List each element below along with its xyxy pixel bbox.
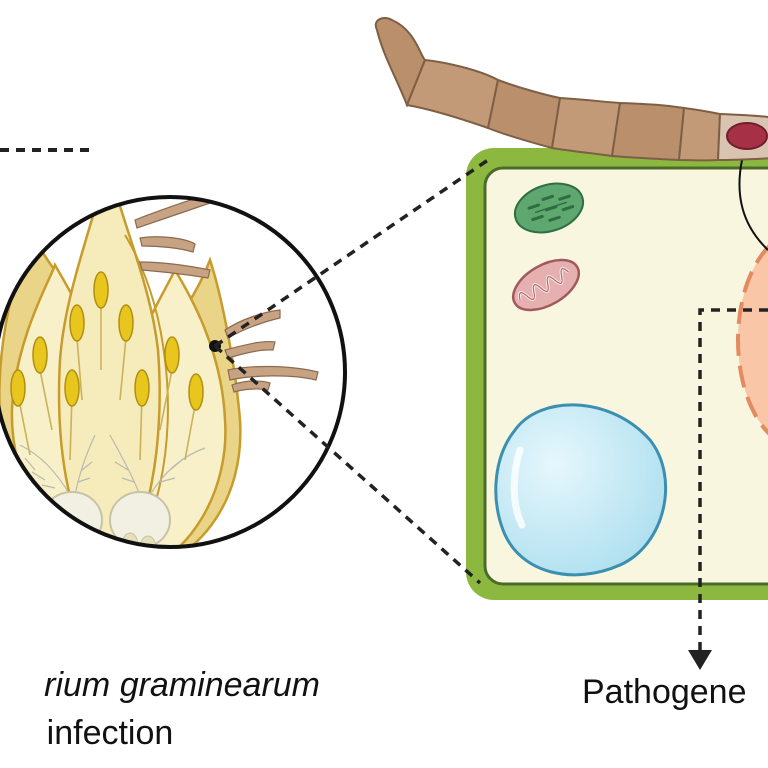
- plant-cell: [466, 148, 768, 670]
- fungal-hypha-icon: [374, 17, 768, 162]
- pathogenesis-caption: Pathogene: [582, 673, 747, 711]
- vacuole-icon: [494, 403, 667, 577]
- zoom-connector-upper: [214, 158, 489, 348]
- infection-species-caption: rium graminearum: [44, 666, 320, 704]
- infection-caption: infection: [46, 714, 174, 752]
- zoom-connector-lower: [213, 344, 482, 585]
- wheat-floret-icon: [0, 197, 319, 547]
- pathogen-arrow-line: [698, 308, 768, 650]
- mitochondrion-icon: [512, 258, 580, 312]
- infection-hypha-thread: [738, 159, 768, 251]
- zoom-circle-outline: [0, 195, 347, 549]
- pathogen-arrow-head: [688, 650, 712, 670]
- nucleus-icon: [736, 244, 768, 436]
- chloroplast-icon: [513, 182, 585, 234]
